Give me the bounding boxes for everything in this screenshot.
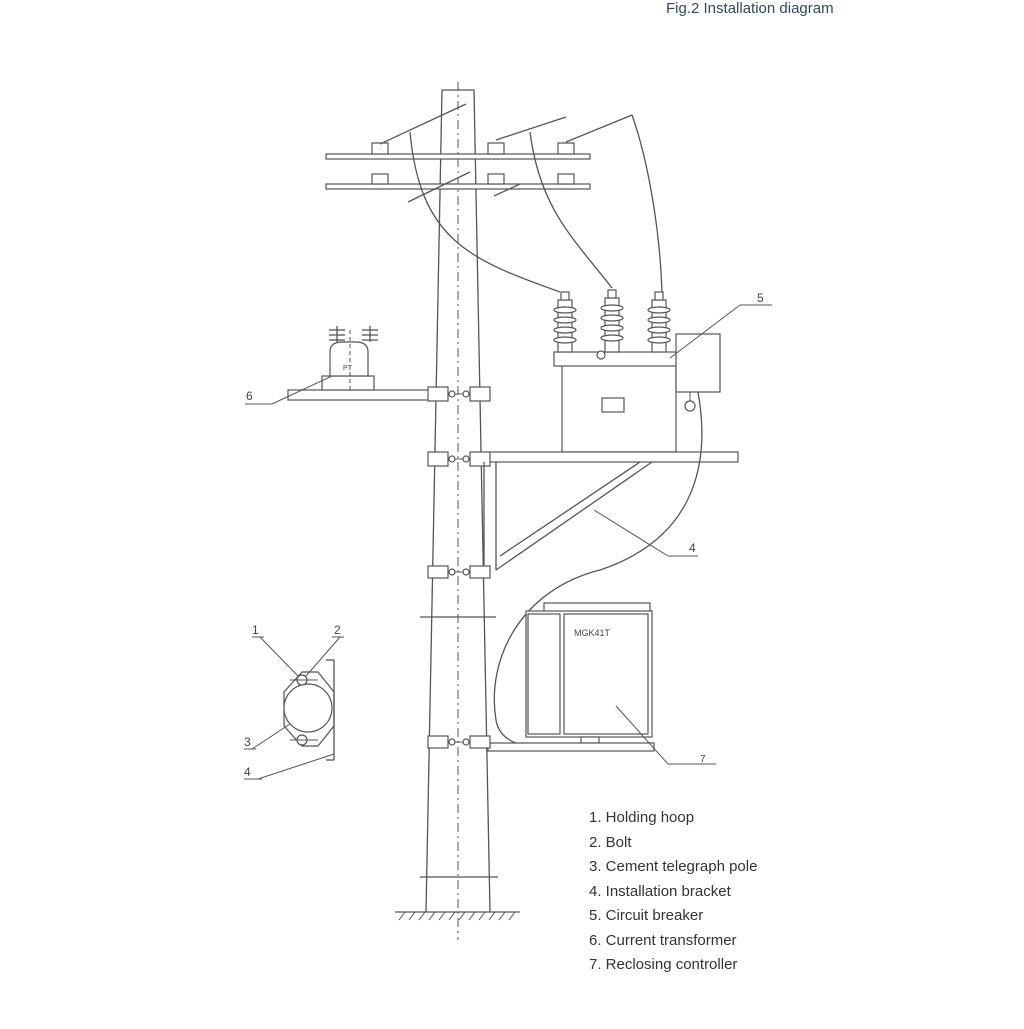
- cement-pole: [420, 82, 498, 940]
- current-transformer: PT: [321, 326, 378, 391]
- legend-item-current-transformer: 6. Current transformer: [589, 931, 737, 949]
- bushings: [553, 289, 671, 353]
- controller-model-label: MGK41T: [574, 628, 611, 638]
- transformer-mark: PT: [343, 365, 353, 372]
- ground-symbol: [395, 911, 520, 921]
- installation-bracket: [427, 451, 739, 579]
- leader-lines: [244, 304, 772, 780]
- callout-1: 1: [252, 623, 259, 637]
- callout-6: 6: [246, 389, 253, 403]
- legend-item-cement-pole: 3. Cement telegraph pole: [589, 858, 758, 875]
- callout-2: 2: [334, 623, 341, 637]
- callout-4-section: 4: [244, 765, 251, 779]
- callout-3: 3: [244, 735, 251, 749]
- legend-item-reclosing-controller: 7. Reclosing controller: [589, 956, 738, 973]
- circuit-breaker: [553, 289, 721, 453]
- callout-5: 5: [757, 291, 764, 305]
- reclosing-controller: MGK41T: [427, 602, 655, 752]
- overhead-conductors: [379, 103, 663, 293]
- legend-item-holding-hoop: 1. Holding hoop: [589, 809, 695, 826]
- callout-4-bracket: 4: [689, 541, 696, 555]
- callout-numbers: 1 2 3 4 4 5 6 7: [244, 291, 764, 779]
- legend-item-circuit-breaker: 5. Circuit breaker: [589, 907, 704, 924]
- control-cable: [493, 391, 703, 749]
- cross-arms: [325, 142, 591, 190]
- hoop-cross-section: [283, 659, 335, 761]
- current-transformer-bracket: [287, 386, 491, 402]
- legend-item-bolt: 2. Bolt: [589, 833, 632, 851]
- legend-item-installation-bracket: 4. Installation bracket: [589, 882, 731, 900]
- callout-7: 7: [700, 754, 706, 765]
- figure-title: Fig.2 Installation diagram: [666, 0, 834, 17]
- legend: 1. Holding hoop 2. Bolt 3. Cement telegr…: [589, 808, 757, 980]
